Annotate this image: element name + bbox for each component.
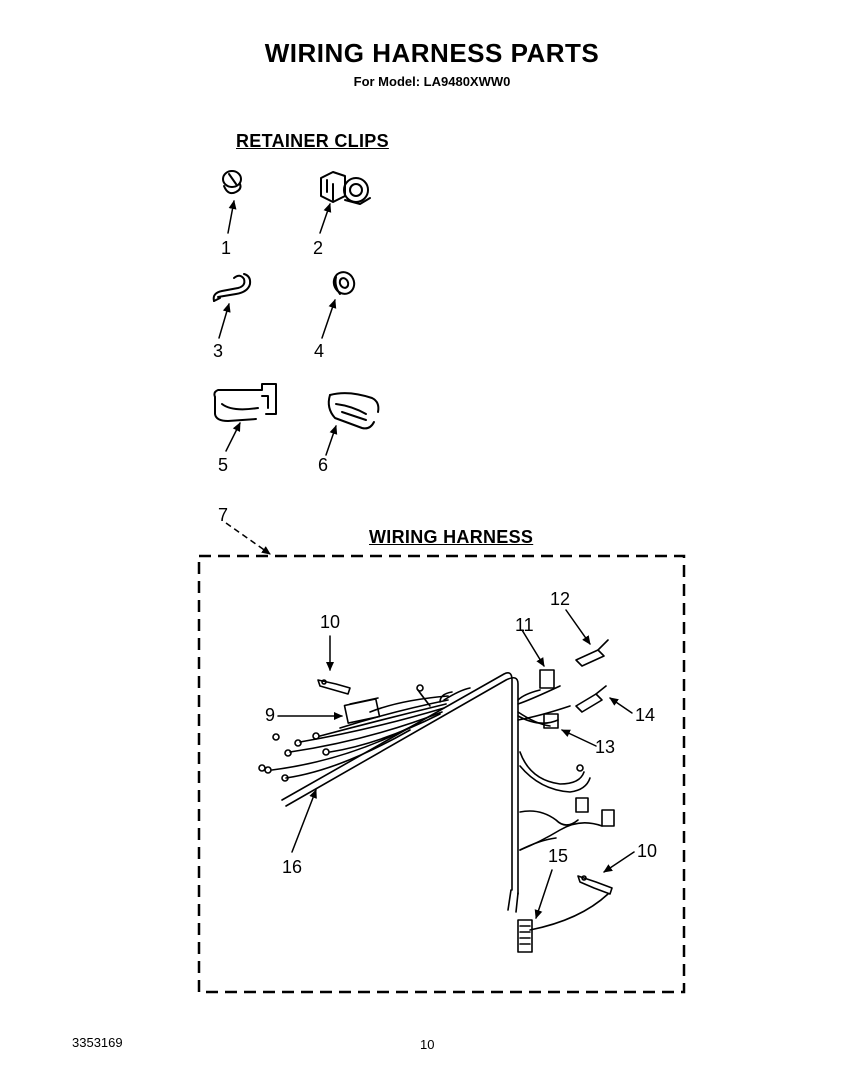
connector-11-leader bbox=[521, 629, 545, 667]
connector-15-leader bbox=[534, 869, 553, 919]
clip-1-leader bbox=[227, 200, 237, 234]
connector-13 bbox=[543, 713, 559, 729]
wiring-harness-heading: WIRING HARNESS bbox=[369, 527, 534, 547]
clip-2-drawing bbox=[320, 171, 371, 205]
callout-12: 12 bbox=[550, 589, 571, 609]
clip-2-leader bbox=[319, 203, 332, 234]
callout-10-right: 10 bbox=[637, 841, 658, 861]
terminal-10-right-leader bbox=[603, 851, 635, 873]
callout-13: 13 bbox=[595, 737, 616, 757]
callout-2: 2 bbox=[313, 238, 324, 258]
clip-3-drawing bbox=[212, 273, 252, 302]
callout-15: 15 bbox=[548, 846, 569, 866]
connector-14-leader bbox=[609, 697, 633, 714]
document-number: 3353169 bbox=[72, 1035, 123, 1050]
callout-7: 7 bbox=[218, 505, 229, 525]
callout-10-left: 10 bbox=[320, 612, 341, 632]
connector-14 bbox=[575, 685, 607, 713]
harness-left-wires bbox=[271, 687, 471, 779]
callout-1: 1 bbox=[221, 238, 232, 258]
connector-13-leader bbox=[561, 729, 597, 747]
terminal-10-left bbox=[317, 679, 351, 695]
callout-4: 4 bbox=[314, 341, 325, 361]
callout-14: 14 bbox=[635, 705, 656, 725]
connector-15 bbox=[517, 919, 533, 953]
clip-6-leader bbox=[325, 425, 338, 456]
connector-11 bbox=[539, 669, 555, 689]
clip-3-leader bbox=[218, 303, 231, 339]
harness-ring-terminals bbox=[258, 684, 424, 782]
callout-5: 5 bbox=[218, 455, 229, 475]
clip-5-leader bbox=[225, 422, 241, 452]
callout-16: 16 bbox=[282, 857, 303, 877]
harness-dashed-box bbox=[197, 554, 686, 994]
clip-4-leader bbox=[321, 299, 337, 339]
harness-main-trunk bbox=[281, 672, 519, 913]
terminal-10-right bbox=[577, 875, 613, 895]
callout-9: 9 bbox=[265, 705, 276, 725]
clip-1-drawing bbox=[222, 170, 242, 195]
retainer-clips-heading: RETAINER CLIPS bbox=[236, 131, 389, 151]
callout-11: 11 bbox=[515, 615, 534, 635]
connector-12-leader bbox=[565, 609, 591, 645]
harness-right-branches bbox=[517, 685, 609, 931]
callout-3: 3 bbox=[213, 341, 224, 361]
callout-6: 6 bbox=[318, 455, 329, 475]
connector-12 bbox=[575, 639, 609, 667]
clip-6-drawing bbox=[327, 392, 380, 430]
harness-leader-7 bbox=[225, 522, 271, 555]
clip-4-drawing bbox=[332, 271, 356, 295]
model-subtitle: For Model: LA9480XWW0 bbox=[353, 74, 511, 89]
page-number: 10 bbox=[420, 1037, 435, 1052]
page-title: WIRING HARNESS PARTS bbox=[264, 38, 600, 68]
wire-16-leader bbox=[291, 789, 317, 853]
clip-5-drawing bbox=[213, 383, 277, 422]
harness-plugs bbox=[575, 764, 615, 827]
connector-9 bbox=[343, 697, 381, 724]
